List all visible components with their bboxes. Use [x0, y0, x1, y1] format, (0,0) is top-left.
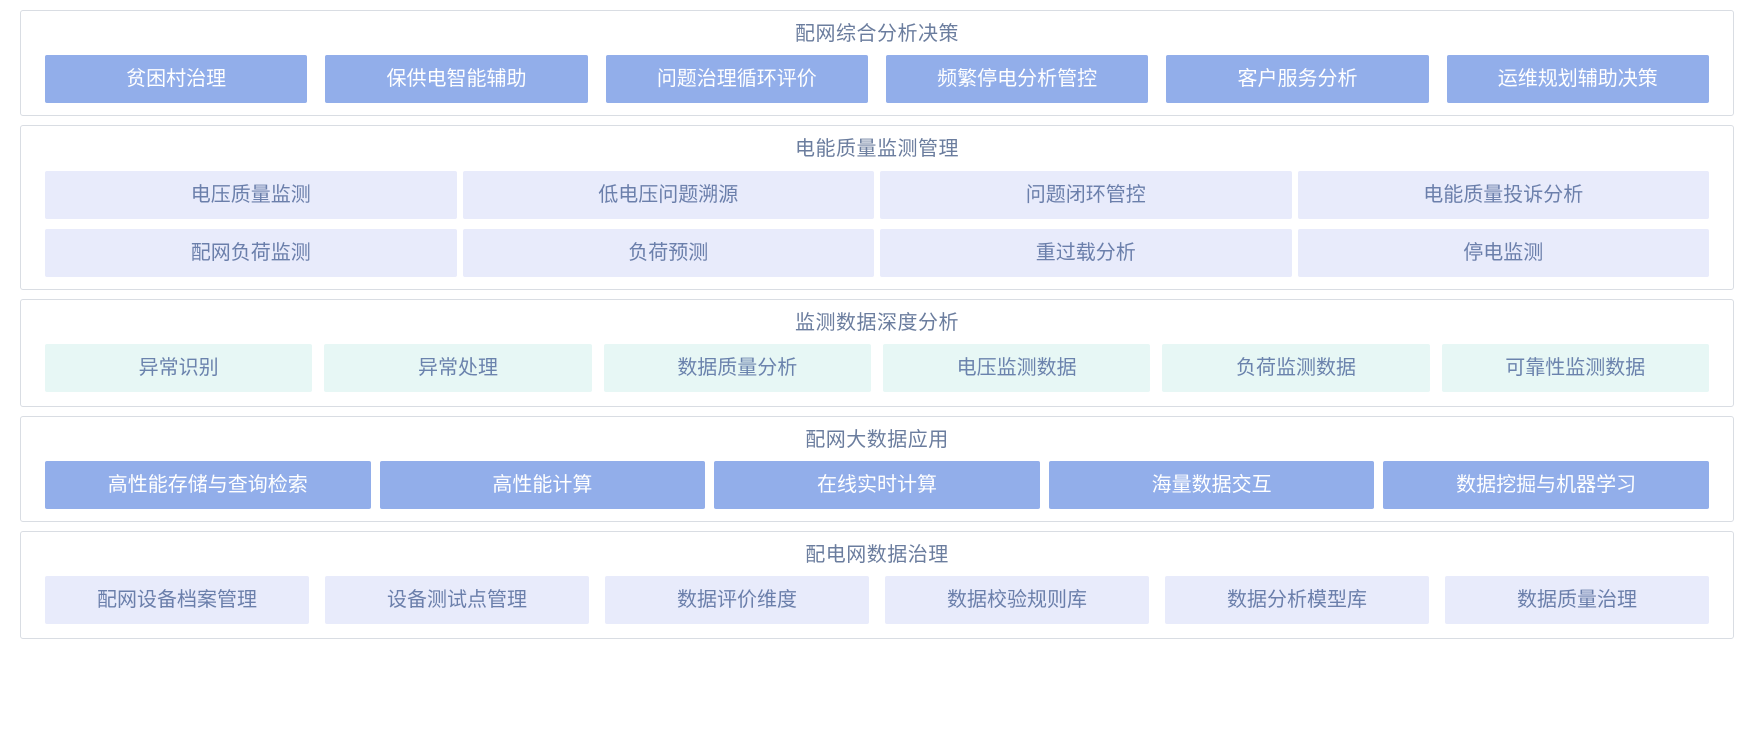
module-button[interactable]: 异常识别 — [45, 344, 313, 392]
module-button[interactable]: 高性能计算 — [379, 461, 706, 509]
panel-title: 配网综合分析决策 — [795, 23, 959, 45]
module-button[interactable]: 配网设备档案管理 — [45, 576, 309, 624]
panel-title: 监测数据深度分析 — [795, 312, 959, 334]
module-button[interactable]: 数据评价维度 — [605, 576, 869, 624]
module-button[interactable]: 停电监测 — [1297, 229, 1709, 277]
module-button[interactable]: 电压质量监测 — [45, 171, 457, 219]
module-button[interactable]: 海量数据交互 — [1048, 461, 1375, 509]
module-button[interactable]: 可靠性监测数据 — [1441, 344, 1709, 392]
module-button[interactable]: 运维规划辅助决策 — [1446, 55, 1709, 103]
module-button[interactable]: 设备测试点管理 — [325, 576, 589, 624]
module-button[interactable]: 电压监测数据 — [882, 344, 1151, 392]
module-button[interactable]: 高性能存储与查询检索 — [45, 461, 371, 509]
module-button[interactable]: 数据挖掘与机器学习 — [1383, 461, 1709, 509]
module-button[interactable]: 频繁停电分析管控 — [885, 55, 1149, 103]
module-button[interactable]: 数据分析模型库 — [1165, 576, 1429, 624]
module-button[interactable]: 重过载分析 — [880, 229, 1292, 277]
panel-5: 配电网数据治理配网设备档案管理设备测试点管理数据评价维度数据校验规则库数据分析模… — [20, 531, 1734, 639]
panel-row: 异常识别异常处理数据质量分析电压监测数据负荷监测数据可靠性监测数据 — [45, 344, 1709, 392]
module-button[interactable]: 问题治理循环评价 — [605, 55, 868, 103]
panel-title: 电能质量监测管理 — [795, 138, 959, 160]
module-button[interactable]: 在线实时计算 — [714, 461, 1040, 509]
panel-row: 配网设备档案管理设备测试点管理数据评价维度数据校验规则库数据分析模型库数据质量治… — [45, 576, 1709, 624]
module-button[interactable]: 电能质量投诉分析 — [1297, 171, 1709, 219]
panel-title: 配网大数据应用 — [805, 429, 949, 451]
module-button[interactable]: 低电压问题溯源 — [462, 171, 874, 219]
module-button[interactable]: 贫困村治理 — [45, 55, 308, 103]
module-button[interactable]: 保供电智能辅助 — [325, 55, 588, 103]
panel-title: 配电网数据治理 — [805, 544, 949, 566]
module-button[interactable]: 问题闭环管控 — [880, 171, 1292, 219]
panel-4: 配网大数据应用高性能存储与查询检索高性能计算在线实时计算海量数据交互数据挖掘与机… — [20, 416, 1734, 522]
module-button[interactable]: 负荷监测数据 — [1162, 344, 1430, 392]
panel-3: 监测数据深度分析异常识别异常处理数据质量分析电压监测数据负荷监测数据可靠性监测数… — [20, 299, 1734, 407]
module-button[interactable]: 客户服务分析 — [1166, 55, 1429, 103]
panel-1: 配网综合分析决策贫困村治理保供电智能辅助问题治理循环评价频繁停电分析管控客户服务… — [20, 10, 1734, 116]
module-button[interactable]: 负荷预测 — [462, 229, 874, 277]
panel-row: 电压质量监测低电压问题溯源问题闭环管控电能质量投诉分析 — [45, 171, 1709, 219]
module-button[interactable]: 数据校验规则库 — [885, 576, 1149, 624]
module-button[interactable]: 异常处理 — [324, 344, 592, 392]
panel-row: 高性能存储与查询检索高性能计算在线实时计算海量数据交互数据挖掘与机器学习 — [45, 461, 1709, 509]
module-button[interactable]: 数据质量分析 — [603, 344, 871, 392]
panel-row: 贫困村治理保供电智能辅助问题治理循环评价频繁停电分析管控客户服务分析运维规划辅助… — [45, 55, 1709, 103]
module-button[interactable]: 数据质量治理 — [1445, 576, 1709, 624]
panel-row: 配网负荷监测负荷预测重过载分析停电监测 — [45, 229, 1709, 277]
panel-2: 电能质量监测管理电压质量监测低电压问题溯源问题闭环管控电能质量投诉分析配网负荷监… — [20, 125, 1734, 290]
module-button[interactable]: 配网负荷监测 — [45, 229, 457, 277]
